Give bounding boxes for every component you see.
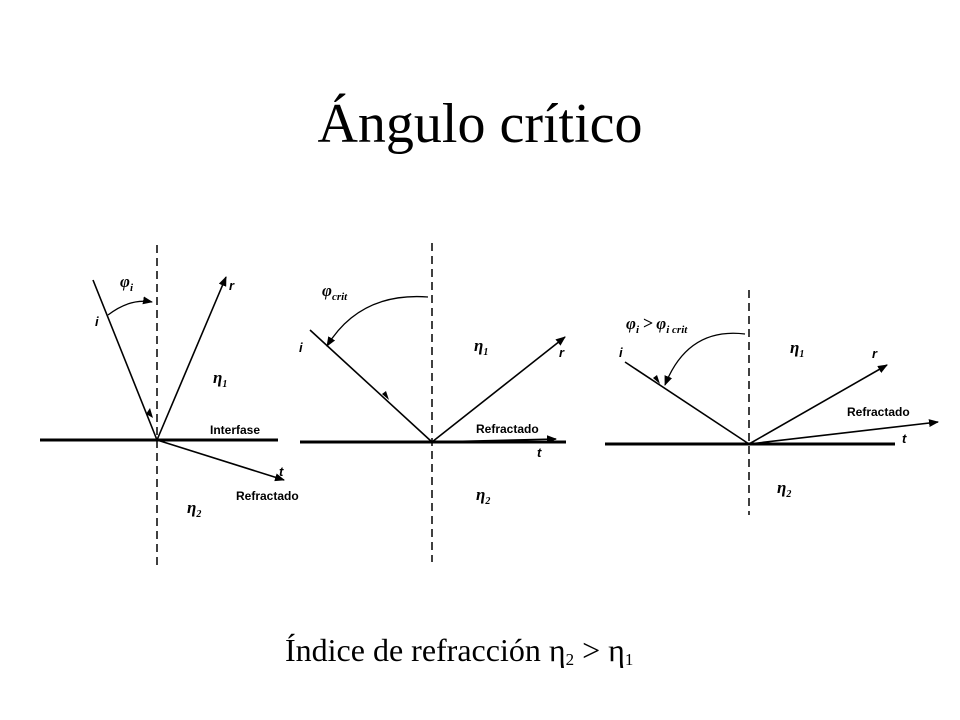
eta-symbol: η	[608, 632, 625, 668]
ray-i-label: i	[619, 345, 623, 360]
refracted-ray	[748, 419, 939, 445]
refracted-ray	[156, 439, 285, 482]
reflected-ray	[748, 364, 888, 445]
ray-r-label: r	[229, 278, 235, 293]
ray-r-label: r	[559, 345, 565, 360]
interface-label: Interfase	[210, 423, 260, 437]
eta-subscript: 2	[565, 650, 575, 669]
incident-arrowhead	[653, 375, 660, 384]
slide-title: Ángulo crítico	[317, 93, 643, 155]
refracted-ray	[431, 435, 557, 444]
eta-2-label: η2	[187, 498, 201, 520]
ray-t-label: t	[279, 464, 284, 479]
refraction-index-caption: Índice de refracción η2 > η1	[285, 628, 633, 682]
refracted-label: Refractado	[476, 422, 539, 436]
refracted-label: Refractado	[236, 489, 299, 503]
ray-t-label: t	[537, 445, 542, 460]
ray-i-label: i	[299, 340, 303, 355]
panel-2: φcrit i r t η1 η2 Refractado	[299, 243, 566, 562]
eta-1-label: η1	[213, 368, 227, 390]
angle-phi-label: φi	[120, 272, 134, 294]
ray-t-label: t	[902, 431, 907, 446]
angle-arc	[326, 295, 429, 347]
eta-symbol: η	[548, 632, 566, 668]
greater-than: >	[574, 632, 609, 668]
eta-1-label: η1	[474, 336, 488, 358]
panel-3: φi>φi crit i r t η1 η2 Refractado	[605, 290, 939, 515]
eta-2-label: η2	[777, 478, 791, 500]
angle-arc	[664, 332, 746, 386]
incident-ray	[92, 279, 158, 441]
eta-1-label: η1	[790, 338, 804, 360]
angle-phi-crit-label: φcrit	[322, 281, 348, 303]
eta-2-label: η2	[476, 485, 490, 507]
eta-subscript: 1	[624, 650, 634, 669]
incident-ray	[624, 361, 750, 445]
ray-i-label: i	[95, 314, 99, 329]
angle-arc	[107, 296, 153, 316]
panel-1: φi i r t η1 η2 Interfase Refractado	[40, 245, 299, 565]
incident-arrowhead	[146, 408, 153, 418]
refracted-label: Refractado	[847, 405, 910, 419]
caption-text: Índice de refracción	[285, 632, 549, 668]
incident-arrowhead	[382, 391, 389, 400]
angle-condition-label: φi>φi crit	[626, 313, 688, 336]
incident-ray	[309, 329, 433, 443]
reflected-ray	[431, 336, 566, 443]
ray-r-label: r	[872, 346, 878, 361]
reflected-ray	[156, 276, 227, 441]
